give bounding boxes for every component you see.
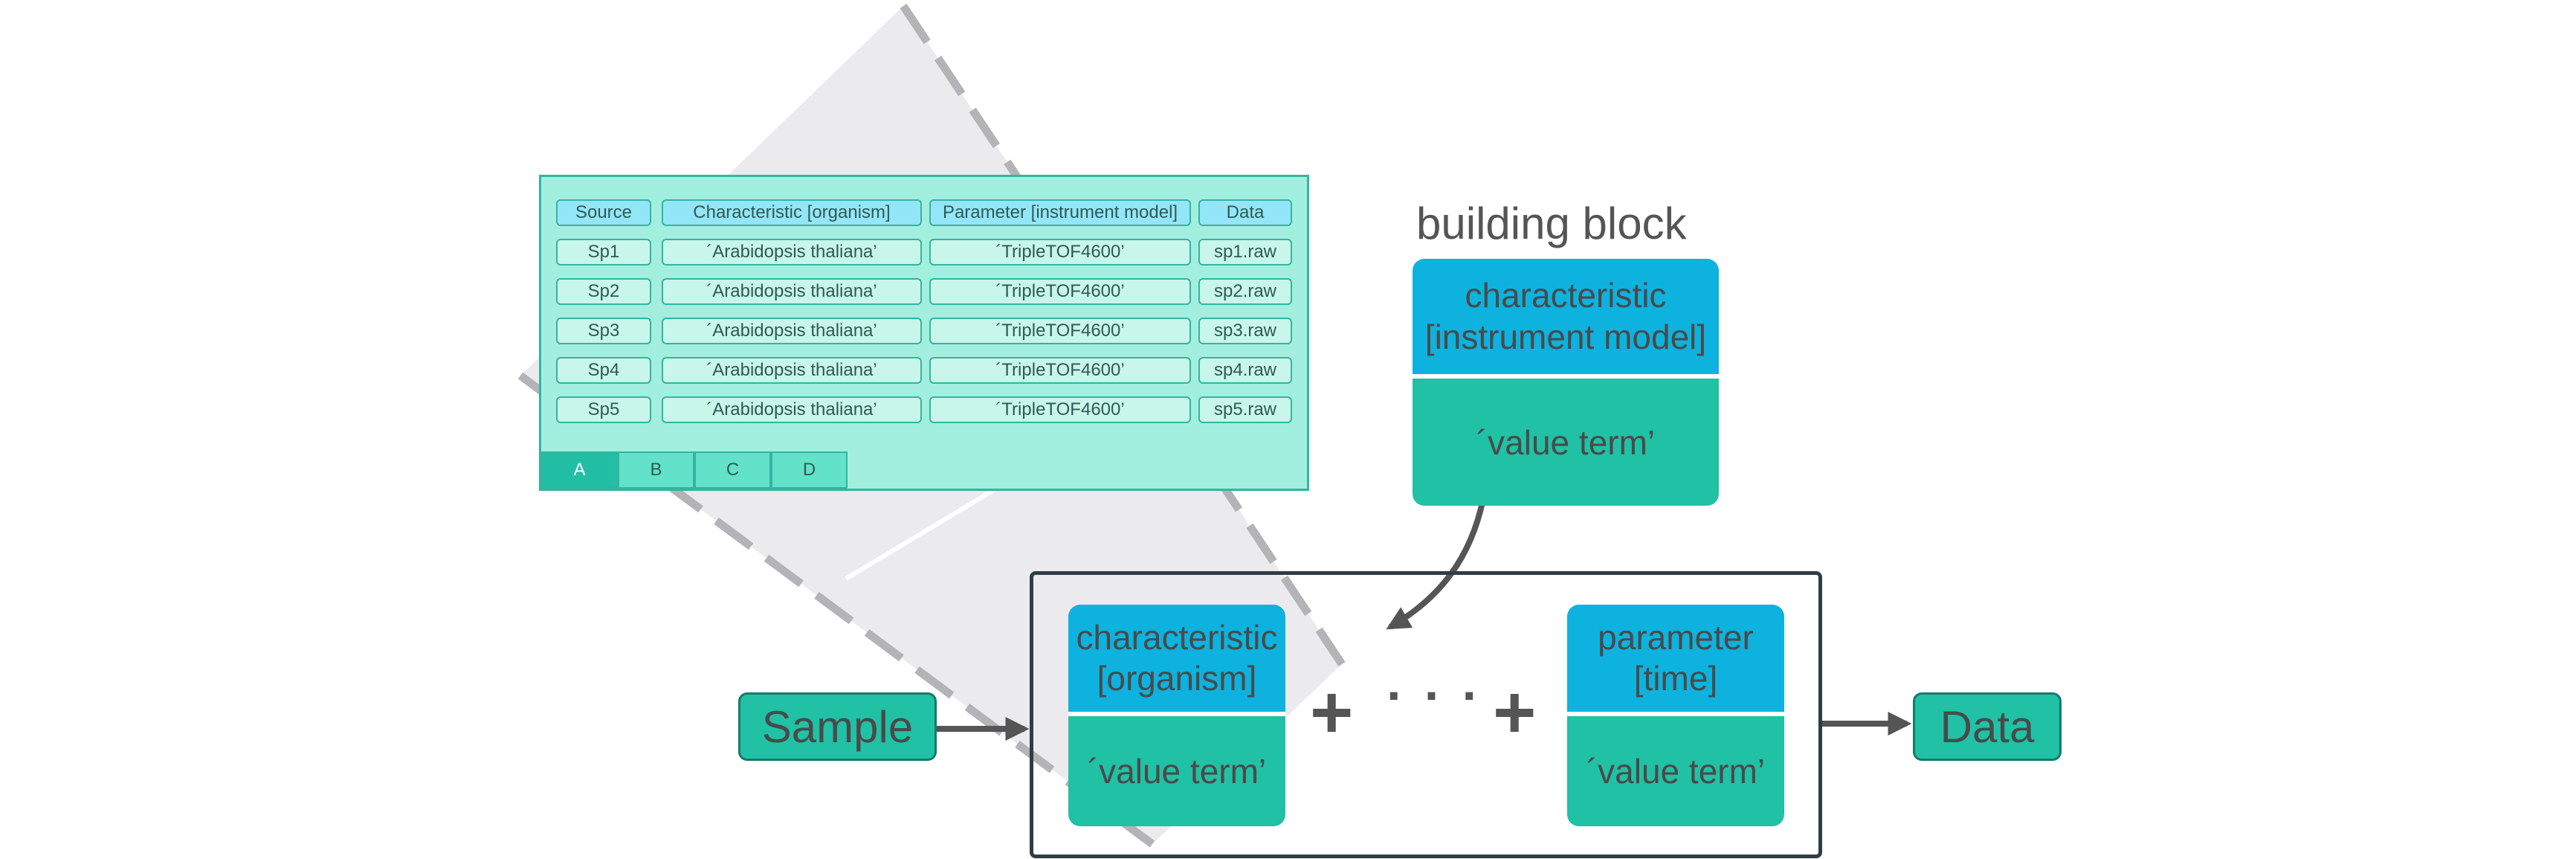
- table-cell: ´TripleTOF4600’: [929, 396, 1191, 423]
- sheet-tab-a[interactable]: A: [541, 451, 618, 489]
- table-cell: ´TripleTOF4600’: [929, 278, 1191, 305]
- table-cell: Sp5: [556, 396, 651, 423]
- header-line-1: characteristic: [1076, 617, 1278, 657]
- block-separator: [1068, 712, 1285, 716]
- table-cell: ´Arabidopsis thaliana’: [662, 318, 922, 344]
- header-line-1: parameter: [1598, 617, 1754, 657]
- table-cell: ´TripleTOF4600’: [929, 357, 1191, 384]
- block-characteristic-organism-value: ´value term’: [1068, 716, 1285, 826]
- block-separator: [1567, 712, 1784, 716]
- sequence-frame: [1030, 571, 1822, 858]
- isa-table-sheet: Source Characteristic [organism] Parameter…: [539, 175, 1309, 491]
- curved-arrow: [1386, 486, 1488, 630]
- table-cell: ´Arabidopsis thaliana’: [662, 396, 922, 423]
- plus-operator-left: +: [1310, 671, 1354, 754]
- table-cell: sp4.raw: [1198, 357, 1292, 384]
- table-cell: Sp4: [556, 357, 651, 384]
- table-cell: Sp3: [556, 318, 651, 344]
- block-parameter-time-header: parameter[time]: [1567, 605, 1784, 712]
- table-cell: sp1.raw: [1198, 239, 1292, 266]
- sample-node: Sample: [738, 692, 937, 761]
- data-node: Data: [1913, 692, 2062, 761]
- block-characteristic-organism-header: characteristic[organism]: [1068, 605, 1285, 712]
- sheet-tab-c[interactable]: C: [694, 451, 771, 489]
- header-line-2: [organism]: [1097, 659, 1257, 698]
- block-parameter-time-value: ´value term’: [1567, 716, 1784, 826]
- table-cell: Sp2: [556, 278, 651, 305]
- column-header: Characteristic [organism]: [662, 199, 922, 226]
- table-cell: Sp1: [556, 239, 651, 266]
- building-block-title: building block: [1416, 199, 1687, 248]
- block-separator: [1413, 374, 1719, 379]
- table-cell: ´Arabidopsis thaliana’: [662, 357, 922, 384]
- table-cell: ´Arabidopsis thaliana’: [662, 278, 922, 305]
- ellipsis: · · ·: [1387, 666, 1482, 724]
- table-cell: ´TripleTOF4600’: [929, 239, 1191, 266]
- building-block-header: characteristic[instrument model]: [1413, 259, 1719, 374]
- block-characteristic-organism: characteristic[organism] ´value term’: [1068, 605, 1285, 826]
- building-block-value: ´value term’: [1413, 379, 1719, 506]
- table-cell: sp5.raw: [1198, 396, 1292, 423]
- column-header: Parameter [instrument model]: [929, 199, 1191, 226]
- building-block-instrument-model: characteristic[instrument model] ´value …: [1413, 259, 1719, 506]
- column-header: Source: [556, 199, 651, 226]
- table-cell: ´Arabidopsis thaliana’: [662, 239, 922, 266]
- sheet-tab-d[interactable]: D: [771, 451, 848, 489]
- block-parameter-time: parameter[time] ´value term’: [1567, 605, 1784, 826]
- column-header: Data: [1198, 199, 1292, 226]
- table-cell: ´TripleTOF4600’: [929, 318, 1191, 344]
- header-line-2: [time]: [1633, 659, 1718, 698]
- sheet-tab-b[interactable]: B: [618, 451, 694, 489]
- table-cell: sp2.raw: [1198, 278, 1292, 305]
- header-line-1: characteristic: [1465, 276, 1667, 315]
- plus-operator-right: +: [1493, 671, 1537, 754]
- header-line-2: [instrument model]: [1424, 317, 1707, 356]
- table-cell: sp3.raw: [1198, 318, 1292, 344]
